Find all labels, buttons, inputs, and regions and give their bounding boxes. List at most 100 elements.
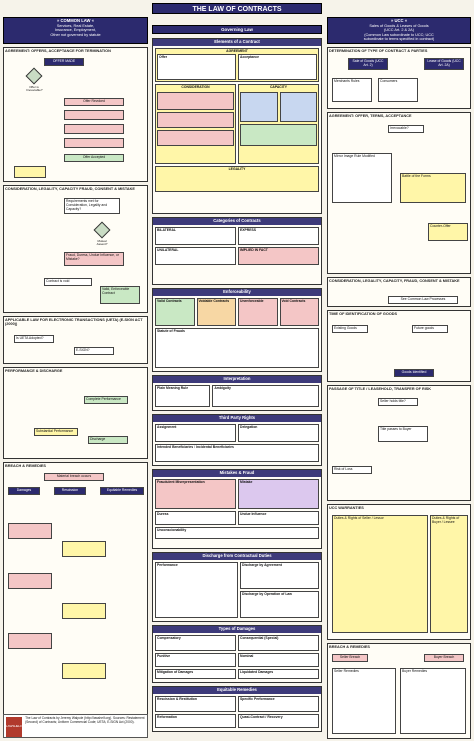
consumers-box: Consumers (378, 78, 418, 102)
right-agreement-title: AGREEMENT: OFFER, TERMS, ACCEPTANCE (329, 114, 412, 118)
mistake-box: Mistake (238, 478, 319, 509)
right-title-section: PASSAGE OF TITLE / LEASEHOLD, TRANSFER O… (327, 385, 471, 501)
counter-offer-box (14, 166, 46, 178)
compensatory-label: Compensatory (157, 635, 181, 640)
left-consideration-section: CONSIDERATION, LEGALITY, CAPACITY FRAUD,… (3, 185, 148, 313)
substantial-performance-box: Substantial Performance (34, 428, 78, 436)
ambiguity-box: Ambiguity (212, 384, 319, 407)
offer-made-box: OFFER MADE (44, 58, 84, 66)
undue-influence-label: Undue Influence (240, 511, 267, 516)
fraudulent-box: Fraudulent Misrepresentation (155, 478, 236, 509)
footer: LAWSHELF The Law of Contracts by Jeremy … (3, 714, 148, 738)
equitable-left-box: Equitable Remedies (100, 487, 144, 495)
agreement-discharge-label: Discharge by Agreement (242, 562, 282, 567)
remedy-step-box (8, 633, 52, 649)
sale-goods-box: Sale of Goods (UCC Art. 2) (348, 58, 388, 70)
valid-enforceable-box: Valid, Enforceable Contract (100, 286, 140, 304)
consequential-label: Consequential (Special) (240, 635, 279, 640)
complete-performance-box: Complete Performance (84, 396, 128, 404)
quasi-contract-label: Quasi-Contract / Recovery (240, 714, 283, 719)
offer-label: Offer (159, 54, 168, 59)
fraudulent-label: Fraudulent Misrepresentation (157, 479, 205, 484)
liquidated-label: Liquidated Damages (240, 669, 274, 674)
mistakes-header: Mistakes & Fraud (153, 470, 321, 477)
specific-performance-label: Specific Performance (240, 696, 275, 701)
left-breach-title: BREACH & REMEDIES (5, 464, 46, 468)
duress-box: Duress (155, 510, 236, 525)
offer-box: Offer (157, 53, 236, 80)
ueta-box: Is UETA Adopted? (14, 335, 54, 343)
consideration-label: CONSIDERATION (181, 84, 210, 89)
punitive-label: Punitive (157, 653, 171, 658)
consideration-item (157, 91, 234, 110)
acceptance-box: Acceptance (238, 53, 317, 80)
unconscionability-label: Unconscionability (157, 527, 187, 532)
left-consideration-title: CONSIDERATION, LEGALITY, CAPACITY FRAUD,… (5, 187, 135, 191)
common-law-header: » COMMON LAW « Services, Real Estate, In… (3, 17, 148, 44)
enforceability-header: Enforceability (153, 289, 321, 296)
interpretation-header: Interpretation (153, 376, 321, 383)
compensatory-box: Compensatory (155, 634, 236, 651)
right-identification-section: TIME OF IDENTIFICATION OF GOODS Existing… (327, 310, 471, 382)
performance-box: Performance (155, 561, 238, 618)
discharge-box: Discharge (88, 436, 128, 444)
left-column: AGREEMENT: OFFERS, ACCEPTANCE FOR TERMIN… (3, 47, 148, 715)
ucc-line: (UCC Art. 2 & 2A) (384, 28, 414, 33)
equitable-section: Equitable Remedies Rescission & Restitut… (152, 686, 322, 733)
irrevocable-label: Offer is Irrevocable? (26, 85, 43, 93)
operation-law-label: Discharge by Operation of Law (242, 591, 292, 596)
buyer-breach-box: Buyer Breach (424, 654, 464, 662)
elements-header: Elements of a Contract (153, 39, 321, 46)
consideration-item (157, 129, 234, 146)
plain-meaning-label: Plain Meaning Rule (157, 385, 189, 390)
express-box: EXPRESS (238, 226, 319, 245)
common-law-line: Insurance, Employment, (55, 28, 96, 33)
seller-holds-box: Seller holds title? (378, 398, 418, 406)
ambiguity-label: Ambiguity (214, 385, 231, 390)
incidental-beneficiaries-label: Incidental Beneficiaries (196, 444, 234, 449)
rescission-box: Rescission & Restitution (155, 695, 236, 712)
merchants-box: Merchants Rules (332, 78, 372, 102)
mistake-label: Mistake (240, 479, 253, 484)
liquidated-box: Liquidated Damages (238, 668, 319, 679)
duress-label: Duress (157, 511, 169, 516)
capacity-item (240, 123, 317, 146)
capacity-label: CAPACITY (269, 84, 288, 89)
page-title: THE LAW OF CONTRACTS (152, 3, 322, 14)
assignment-label: Assignment (157, 424, 177, 429)
risk-loss-box: Risk of Loss (332, 466, 372, 474)
remedy-step-box (8, 573, 52, 589)
governing-law-bar: Governing Law (152, 25, 322, 35)
requirements-box: Requirements met for Consideration, Lega… (64, 198, 120, 214)
categories-header: Categories of Contracts (153, 218, 321, 225)
capacity-item (279, 91, 317, 122)
valid-box: Valid Contracts (155, 297, 195, 326)
contract-void-box: Contract is void (44, 278, 92, 286)
remedy-step-box (8, 523, 52, 539)
elements-section: Elements of a Contract AGREEMENT Offer A… (152, 38, 322, 215)
bilateral-box: BILATERAL (155, 226, 236, 245)
damages-box: Damages (8, 487, 40, 495)
irrevocable-right-box: Irrevocable? (388, 125, 424, 133)
unconscionability-box: Unconscionability (155, 526, 319, 539)
breach-box: Material breach occurs (44, 473, 104, 481)
interpretation-section: Interpretation Plain Meaning Rule Ambigu… (152, 375, 322, 412)
reformation-box: Reformation (155, 713, 236, 728)
title-passes-box: Title passes to Buyer (378, 426, 428, 442)
left-agreement-title: AGREEMENT: OFFERS, ACCEPTANCE FOR TERMIN… (5, 49, 111, 53)
ucc-header: » UCC « Sales of Goods & Leases of Goods… (327, 17, 471, 44)
right-type-title: DETERMINATION OF TYPE OF CONTRACT & PART… (329, 49, 428, 53)
mutual-assent-diamond (93, 221, 111, 239)
seller-breach-box: Seller Breach (332, 654, 368, 662)
beneficiaries-box: Intended Beneficiaries / Incidental Bene… (155, 443, 319, 462)
offer-revoked-box: Offer Revoked (64, 98, 124, 106)
right-type-section: DETERMINATION OF TYPE OF CONTRACT & PART… (327, 47, 471, 109)
ucc-line: Sales of Goods & Leases of Goods (369, 23, 429, 28)
agreement-box: AGREEMENT Offer Acceptance (155, 47, 319, 82)
duties-seller-box: Duties & Rights of Seller / Lessor (332, 515, 428, 633)
reformation-label: Reformation (157, 714, 177, 719)
categories-section: Categories of Contracts BILATERAL EXPRES… (152, 217, 322, 286)
bilateral-label: BILATERAL (157, 227, 176, 232)
ucc-line: subordinate to terms specified in contra… (363, 36, 435, 41)
enforceability-section: Enforceability Valid Contracts Voidable … (152, 288, 322, 373)
